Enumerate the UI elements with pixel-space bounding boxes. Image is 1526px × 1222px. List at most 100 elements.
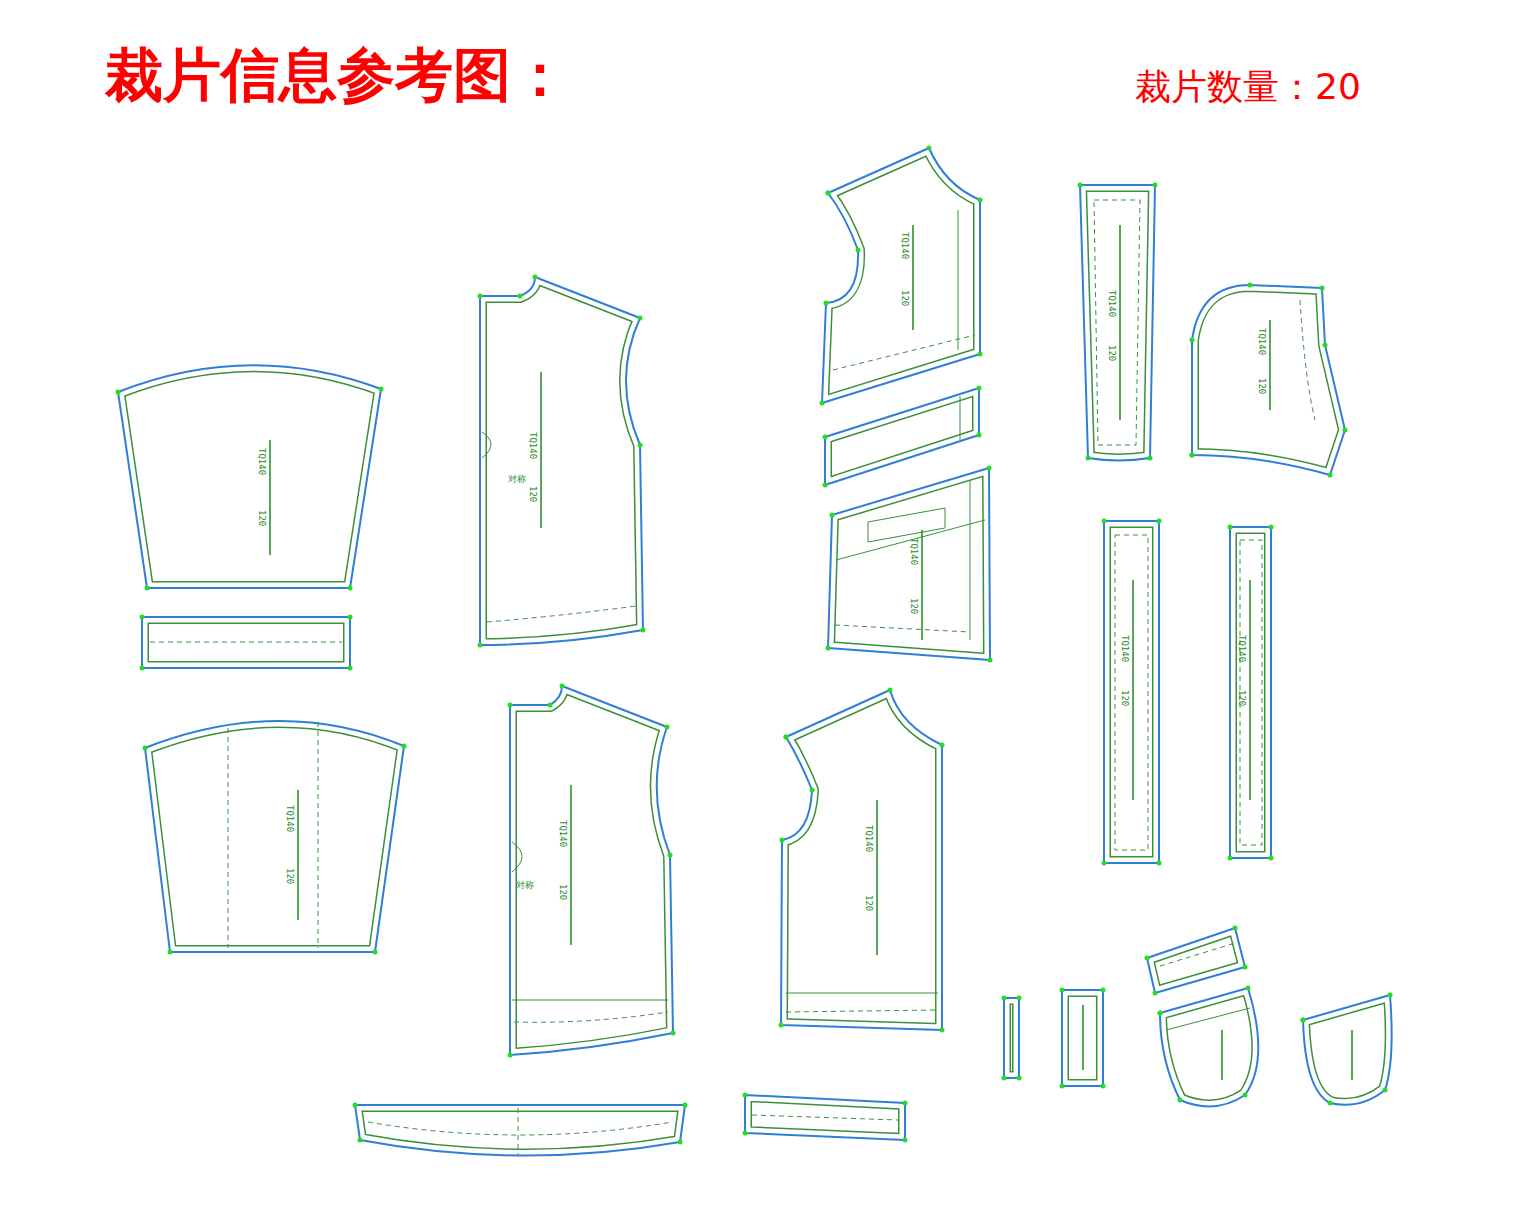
seam-gap [145,721,404,952]
corner-dot [784,735,789,740]
seam-line [1004,998,1019,1078]
seam-gap [118,365,381,588]
corner-dot [638,316,643,321]
seam-gap [781,690,942,1030]
piece-fill [1004,998,1019,1078]
corner-dot [826,646,831,651]
corner-dot [1060,1084,1065,1089]
piece-fill [781,690,942,1030]
seam-line [781,690,942,1030]
cut-line [1160,988,1258,1106]
pattern-piece: TQ140120 [1224,521,1277,864]
piece-outline [816,142,986,409]
seam-line [1104,521,1159,863]
cut-line [145,721,404,952]
corner-dot [140,666,145,671]
pattern-piece [140,615,353,671]
corner-dot [379,387,384,392]
piece-marking: TQ140 [1237,635,1247,662]
pattern-piece [353,1103,688,1156]
seam-gap [822,148,980,403]
grain-line [912,225,914,330]
inner-line [1300,300,1315,420]
piece-marking: TQ140 [528,432,538,459]
piece-marking: TQ140 [1257,328,1267,355]
corner-dot [358,1138,363,1143]
corner-dot [826,191,831,196]
inner-line [1094,200,1140,445]
pattern-piece: TQ140120 [112,334,387,594]
piece-fill [1303,995,1392,1105]
corner-dot [987,466,992,471]
corner-dot [348,666,353,671]
corner-dot [1017,996,1022,1001]
piece-fill [1062,990,1103,1086]
grain-line [1132,580,1134,800]
inner-line [958,210,959,350]
corner-dot [824,301,829,306]
corner-dot [903,1138,908,1143]
inner-line [318,722,319,948]
piece-marking: TQ140 [1120,635,1130,662]
corner-dot [1328,1101,1333,1106]
seam-line [1192,285,1345,475]
corner-dot [1323,343,1328,348]
cut-line [1230,527,1271,858]
corner-dot [508,703,513,708]
piece-outline [474,271,649,651]
piece-fill [828,468,990,660]
seam-line [1303,995,1392,1105]
cut-line [118,365,381,588]
piece-fill [510,686,673,1055]
cut-line [781,690,942,1030]
inner-line [228,728,229,948]
grain-line [1082,1005,1084,1070]
piece-marking: 120 [285,868,295,884]
piece-fill [745,1095,905,1140]
seam-line [1230,527,1271,858]
pattern-piece: TQ140 120 [1098,515,1165,869]
corner-dot [1243,1093,1248,1098]
inner-line [1166,1008,1250,1030]
grain-line [876,800,878,955]
corner-dot [373,950,378,955]
corner-dot [1320,286,1325,291]
corner-dot [1343,428,1348,433]
pattern-piece: TQ140120 [139,689,410,958]
corner-dot [353,1103,358,1108]
piece-fill [1192,285,1345,475]
grain-line [269,440,271,555]
piece-marking: 120 [864,895,874,911]
cut-line [1303,995,1392,1105]
corner-dot [1246,986,1251,991]
pattern-piece [743,1093,908,1143]
corner-dot [665,725,670,730]
piece-fill [825,388,979,485]
piece-marking: 对称 [508,474,526,484]
piece-marking: 对称 [516,880,534,890]
piece-marking: TQ140 [1107,290,1117,317]
piece-fill [480,277,643,645]
corner-dot [1228,525,1233,530]
piece-fill [142,617,350,668]
corner-dot [784,735,789,740]
inner-line [752,1115,898,1120]
grain-line [1269,320,1271,410]
corner-dot [518,294,523,299]
corner-dot [1328,473,1333,478]
corner-dot [823,483,828,488]
corner-dot [978,198,983,203]
corner-dot [145,586,150,591]
corner-dot [1002,1076,1007,1081]
cut-line [355,1105,685,1156]
corner-dot [402,744,407,749]
piece-marking: 120 [528,486,538,502]
cut-line [745,1095,905,1140]
corner-dot [1102,861,1107,866]
piece-marking: 120 [1120,690,1130,706]
seam-line [825,388,979,485]
piece-fill [1080,185,1155,461]
corner-dot [1101,988,1106,993]
piece-marking: TQ140 [864,825,874,852]
